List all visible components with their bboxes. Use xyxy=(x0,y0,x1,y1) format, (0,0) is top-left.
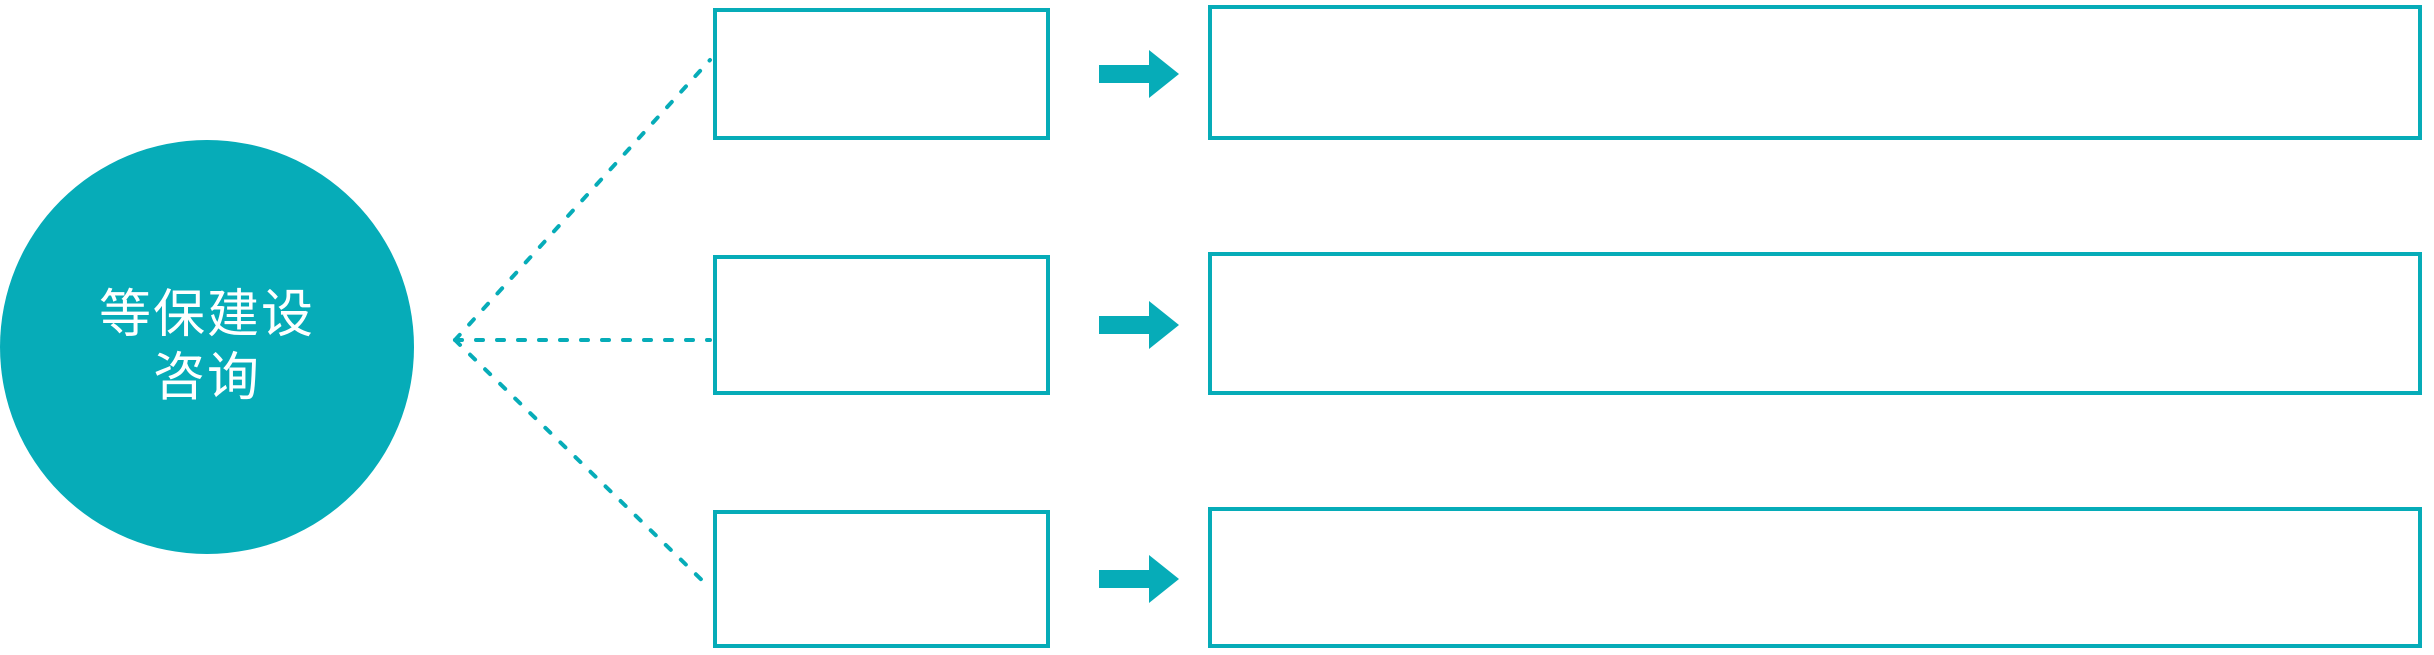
connector-line-row-1 xyxy=(453,58,712,342)
hub-circle[interactable]: 等保建设 咨询 xyxy=(0,140,414,554)
detail-box-row-1[interactable] xyxy=(1208,5,2422,140)
stage-box-label-row-3 xyxy=(717,514,1046,534)
right-arrow-icon-row-2 xyxy=(1099,301,1179,349)
right-arrow-icon-row-1 xyxy=(1099,50,1179,98)
stage-box-label-row-2 xyxy=(717,259,1046,279)
connector-line-row-3 xyxy=(453,338,712,590)
detail-box-row-3[interactable] xyxy=(1208,507,2422,648)
stage-box-row-2[interactable] xyxy=(713,255,1050,395)
stage-box-label-row-1 xyxy=(717,12,1046,32)
stage-box-row-1[interactable] xyxy=(713,8,1050,140)
right-arrow-icon-row-3 xyxy=(1099,555,1179,603)
detail-box-row-2[interactable] xyxy=(1208,252,2422,395)
detail-box-label-row-3 xyxy=(1212,511,2418,531)
detail-box-label-row-1 xyxy=(1212,9,2418,29)
detail-box-label-row-2 xyxy=(1212,256,2418,276)
hub-label-line-1: 等保建设 xyxy=(98,285,315,344)
stage-box-row-3[interactable] xyxy=(713,510,1050,648)
hub-label-line-2: 咨询 xyxy=(152,349,261,407)
